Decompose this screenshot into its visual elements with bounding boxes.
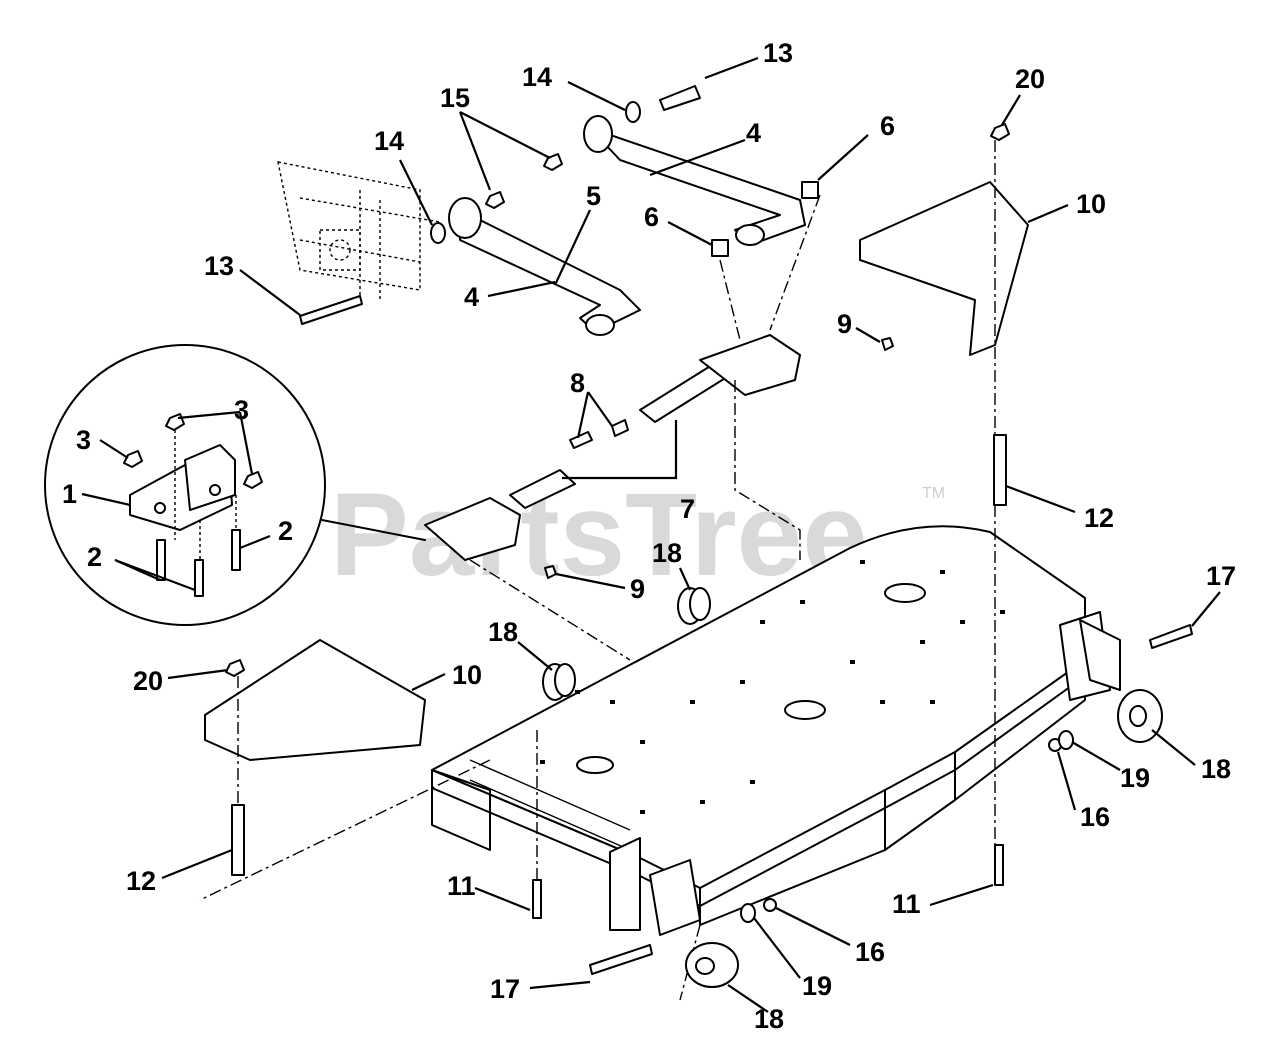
callout-19: 19: [1120, 763, 1150, 793]
anti-scalp-wheels: [542, 587, 1163, 988]
callout-2: 2: [87, 542, 102, 572]
callout-12: 12: [1084, 503, 1114, 533]
lift-arms: [448, 115, 806, 336]
nut-9-right: [881, 337, 894, 351]
bolt-17-right: [1149, 624, 1193, 649]
bolt-2b: [194, 559, 204, 597]
callout-4: 4: [746, 118, 761, 148]
bolt-2a: [156, 539, 166, 581]
callout-1: 1: [62, 479, 77, 509]
stud-12-left: [231, 804, 245, 876]
callout-11: 11: [892, 889, 921, 919]
nut-3a: [165, 413, 185, 431]
callout-8: 8: [570, 368, 585, 398]
callout-18: 18: [1201, 754, 1231, 784]
nut-3b: [123, 450, 143, 468]
detail-inset: [44, 344, 426, 626]
callout-17: 17: [1206, 561, 1236, 591]
wheel-rear-left: [542, 663, 576, 701]
alignment-lines: [237, 140, 996, 880]
bolt-8b: [569, 431, 593, 449]
leader-lines: [81, 56, 1221, 1013]
washer-14-top: [625, 101, 641, 123]
callout-18: 18: [488, 617, 518, 647]
bolt-13-top: [659, 85, 701, 111]
bolt-17-front: [589, 944, 653, 975]
deck-holes: [540, 560, 1005, 814]
nut-16-front: [763, 898, 777, 912]
watermark-trademark: TM: [922, 485, 945, 502]
callout-2: 2: [278, 516, 293, 546]
belt-covers: [204, 181, 1029, 761]
stud-12-right: [993, 434, 1007, 506]
callout-3: 3: [234, 395, 249, 425]
callout-6: 6: [644, 202, 659, 232]
wheel-right: [1117, 689, 1163, 743]
callout-17: 17: [490, 974, 520, 1004]
callout-12: 12: [126, 866, 156, 896]
callout-10: 10: [1076, 189, 1106, 219]
callout-18: 18: [754, 1004, 784, 1034]
watermark: PartsTree TM: [330, 469, 945, 601]
callout-16: 16: [1080, 802, 1110, 832]
nut-20-right: [990, 123, 1010, 141]
nut-20-left: [225, 659, 245, 677]
bolt-13-left: [299, 295, 363, 325]
bolt-2c: [231, 529, 241, 571]
bolt-11-left: [532, 879, 542, 919]
callout-15: 15: [440, 83, 470, 113]
hardware: [225, 85, 1193, 975]
callout-16: 16: [855, 937, 885, 967]
callout-20: 20: [133, 666, 163, 696]
callout-labels: 13 14 4 6 20 15 14 5 6 10 13 4 9 8 3 3 1…: [62, 38, 1236, 1034]
callout-10: 10: [452, 660, 482, 690]
callout-11: 11: [447, 871, 476, 901]
callout-4: 4: [464, 282, 479, 312]
callout-13: 13: [763, 38, 793, 68]
callout-19: 19: [802, 971, 832, 1001]
bushing-6a: [711, 239, 729, 257]
callout-9: 9: [630, 574, 645, 604]
bushing-6b: [801, 181, 819, 199]
callout-6: 6: [880, 111, 895, 141]
callout-14: 14: [522, 62, 552, 92]
callout-5: 5: [586, 181, 601, 211]
bolt-11-right: [994, 844, 1004, 886]
callout-14: 14: [374, 126, 404, 156]
callout-13: 13: [204, 251, 234, 281]
nut-3c: [243, 471, 263, 489]
wheel-rear-mid: [677, 587, 711, 625]
pivot-assembly: [424, 334, 801, 561]
washer-19-right: [1058, 730, 1074, 750]
callout-9: 9: [837, 309, 852, 339]
mower-deck: [199, 525, 1121, 1001]
washer-14-left: [430, 222, 446, 244]
wheel-front: [685, 942, 739, 988]
tractor-frame-ghost: [277, 161, 441, 300]
callout-20: 20: [1015, 64, 1045, 94]
callout-7: 7: [680, 494, 695, 524]
nut-15a: [485, 191, 505, 209]
washer-19-front: [740, 903, 756, 923]
callout-18: 18: [652, 538, 682, 568]
watermark-text: PartsTree: [330, 469, 868, 601]
bolt-8a: [611, 419, 629, 437]
callout-3: 3: [76, 425, 91, 455]
